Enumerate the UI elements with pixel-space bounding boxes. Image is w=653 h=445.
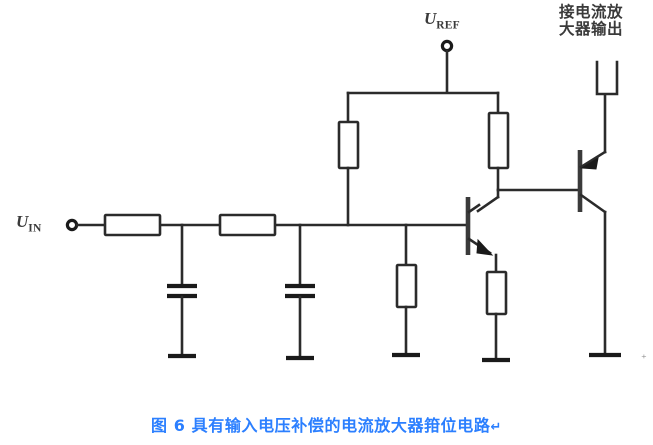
reference-voltage-label: UREF: [424, 9, 460, 32]
transistor-npn: [465, 197, 498, 274]
input-terminal: [65, 218, 79, 232]
output-annotation: 接电流放 大器输出: [559, 4, 623, 38]
output-terminal: [595, 60, 619, 96]
filter-capacitor-2: [285, 223, 315, 359]
reference-voltage-symbol: U: [424, 9, 437, 28]
output-annotation-line1: 接电流放: [559, 3, 624, 21]
paragraph-mark: ↵: [490, 420, 502, 435]
transistor-pnp: [577, 93, 607, 356]
input-voltage-label: UIN: [16, 212, 42, 235]
stray-mark: ⁺: [641, 353, 647, 365]
input-voltage-subscript: IN: [28, 222, 42, 235]
output-annotation-line2: 大器输出: [559, 20, 624, 39]
emitter-resistor: [485, 270, 508, 316]
reference-voltage-subscript: REF: [436, 19, 460, 32]
series-resistor-1: [103, 213, 162, 237]
figure-caption-text: 图 6 具有输入电压补偿的电流放大器箝位电路: [151, 416, 491, 435]
reference-terminal: [440, 39, 454, 53]
ref-resistor-left: [337, 120, 360, 170]
figure-caption: 图 6 具有输入电压补偿的电流放大器箝位电路↵: [0, 412, 653, 436]
base-bias-resistor: [395, 263, 418, 309]
input-voltage-symbol: U: [16, 212, 29, 231]
filter-capacitor-1: [167, 223, 197, 357]
ref-resistor-right: [487, 111, 510, 170]
series-resistor-2: [218, 213, 277, 237]
wire-npn-collector-lead: [476, 195, 500, 213]
